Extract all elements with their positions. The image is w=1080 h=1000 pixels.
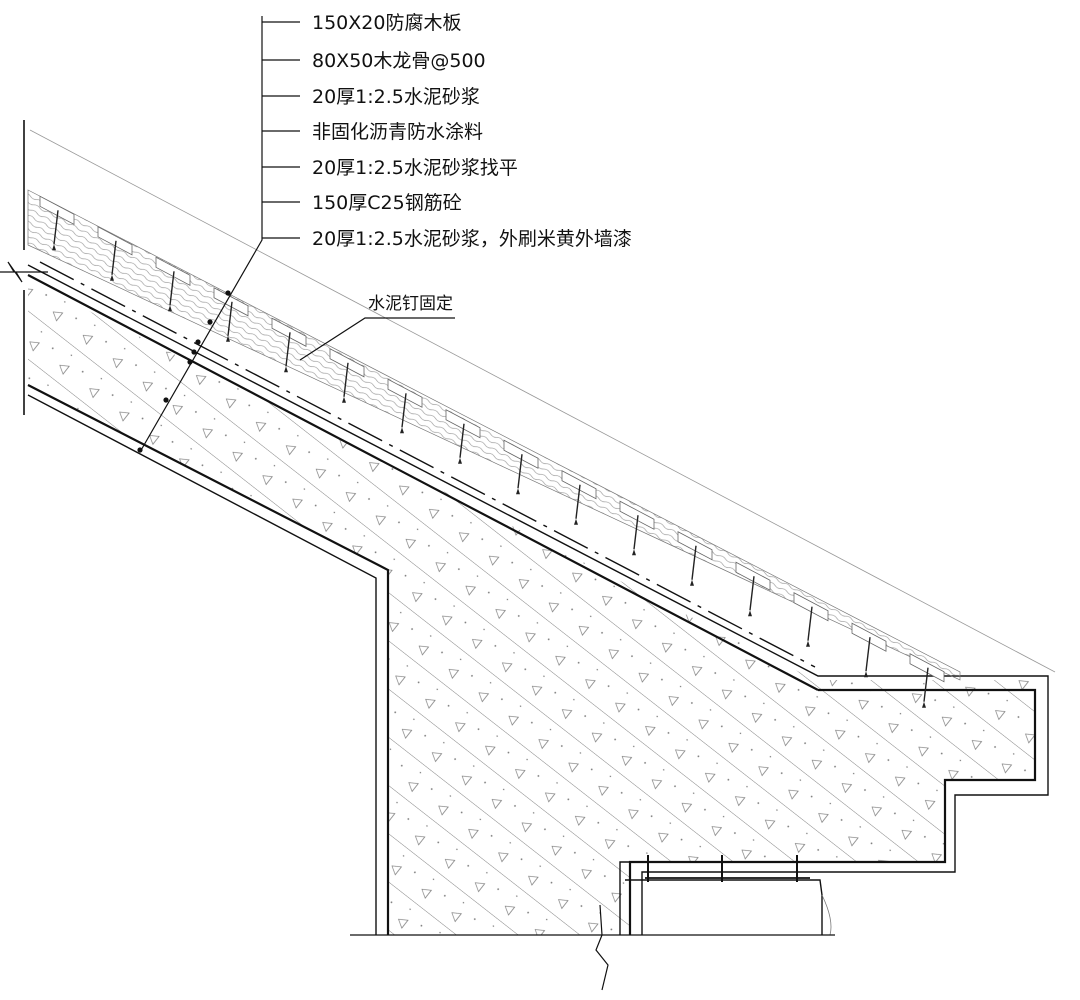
layer-label: 80X50木龙骨@500 bbox=[312, 50, 486, 72]
soffit-line bbox=[27, 384, 390, 935]
wood-joist bbox=[851, 622, 887, 652]
slab-top-line bbox=[27, 274, 819, 691]
wood-joist bbox=[793, 592, 829, 622]
cement-nail-tip bbox=[574, 518, 578, 525]
cement-nail bbox=[227, 301, 233, 336]
cement-nail bbox=[691, 545, 697, 580]
cement-nail-tip bbox=[516, 488, 520, 495]
wood-joist bbox=[619, 500, 655, 530]
cement-nail-tip bbox=[458, 457, 462, 464]
cement-nail-tip bbox=[342, 396, 346, 403]
waterproof-dash bbox=[39, 261, 816, 668]
wood-joist bbox=[445, 409, 481, 439]
callout-leader bbox=[139, 16, 263, 453]
layer-label: 20厚1:2.5水泥砂浆，外刷米黄外墙漆 bbox=[312, 228, 632, 250]
wood-joist bbox=[213, 287, 249, 317]
cement-nail bbox=[865, 637, 871, 672]
wood-joist bbox=[561, 470, 597, 500]
cement-nail bbox=[749, 576, 755, 611]
cement-nail-tip bbox=[168, 305, 172, 312]
cement-nail bbox=[633, 515, 639, 550]
layer-label: 150厚C25钢筋砼 bbox=[312, 192, 462, 214]
slab-top-plaster bbox=[27, 264, 1049, 796]
cement-nail bbox=[169, 271, 175, 306]
layer-label: 150X20防腐木板 bbox=[312, 12, 462, 34]
cement-nail-tip bbox=[748, 610, 752, 617]
callout-dot bbox=[207, 319, 213, 325]
layer-label: 20厚1:2.5水泥砂浆 bbox=[312, 86, 480, 108]
cement-nail bbox=[53, 210, 59, 245]
callout-dot bbox=[163, 397, 169, 403]
cement-nail bbox=[459, 423, 465, 458]
wood-joist bbox=[387, 378, 423, 408]
joist-group bbox=[39, 195, 945, 708]
break-symbol-left bbox=[0, 261, 48, 283]
wood-joist bbox=[503, 439, 539, 469]
cement-nail bbox=[807, 606, 813, 641]
layer-label: 20厚1:2.5水泥砂浆找平 bbox=[312, 157, 518, 179]
cement-nail bbox=[343, 362, 349, 397]
nail-leader bbox=[299, 317, 455, 361]
step-plaster bbox=[641, 794, 1015, 935]
callout-dot bbox=[137, 447, 143, 453]
callout-dot bbox=[225, 290, 231, 296]
cement-nail-tip bbox=[226, 335, 230, 342]
cement-nail-tip bbox=[806, 640, 810, 647]
cement-nail bbox=[575, 484, 581, 519]
callout-dot-group bbox=[137, 290, 231, 453]
cement-nail-tip bbox=[52, 244, 56, 251]
cement-nail-tip bbox=[400, 427, 404, 434]
cement-nail bbox=[285, 332, 291, 367]
wood-joist bbox=[909, 653, 945, 683]
cement-nail bbox=[401, 393, 407, 428]
soffit-plaster bbox=[27, 394, 377, 935]
callout-dot bbox=[195, 339, 201, 345]
break-symbol-bottom bbox=[595, 904, 609, 991]
wood-joist bbox=[677, 531, 713, 561]
callout-tick-group bbox=[262, 21, 300, 239]
layer-label: 非固化沥青防水涂料 bbox=[312, 121, 484, 143]
callout-dot bbox=[191, 349, 197, 355]
door-arc bbox=[821, 894, 832, 936]
cement-nail-tip bbox=[110, 274, 114, 281]
wood-joist bbox=[39, 195, 75, 225]
cement-nail-tip bbox=[864, 671, 868, 678]
cement-nail bbox=[923, 667, 929, 702]
wood-deck bbox=[27, 189, 961, 681]
wood-joist bbox=[97, 226, 133, 256]
callout-dot bbox=[187, 359, 193, 365]
cement-nail-tip bbox=[690, 579, 694, 586]
cement-nail-tip bbox=[632, 549, 636, 556]
wood-joist bbox=[329, 348, 365, 378]
cement-nail bbox=[111, 240, 117, 275]
nail-note: 水泥钉固定 bbox=[368, 294, 453, 314]
cement-nail bbox=[517, 454, 523, 489]
cement-nail-tip bbox=[922, 701, 926, 708]
wood-joist bbox=[735, 561, 771, 591]
wood-joist bbox=[271, 317, 307, 347]
cement-nail-tip bbox=[284, 366, 288, 373]
wood-joist bbox=[155, 256, 191, 286]
roof-slope-guide bbox=[29, 129, 1056, 673]
concrete-body bbox=[28, 280, 1035, 935]
